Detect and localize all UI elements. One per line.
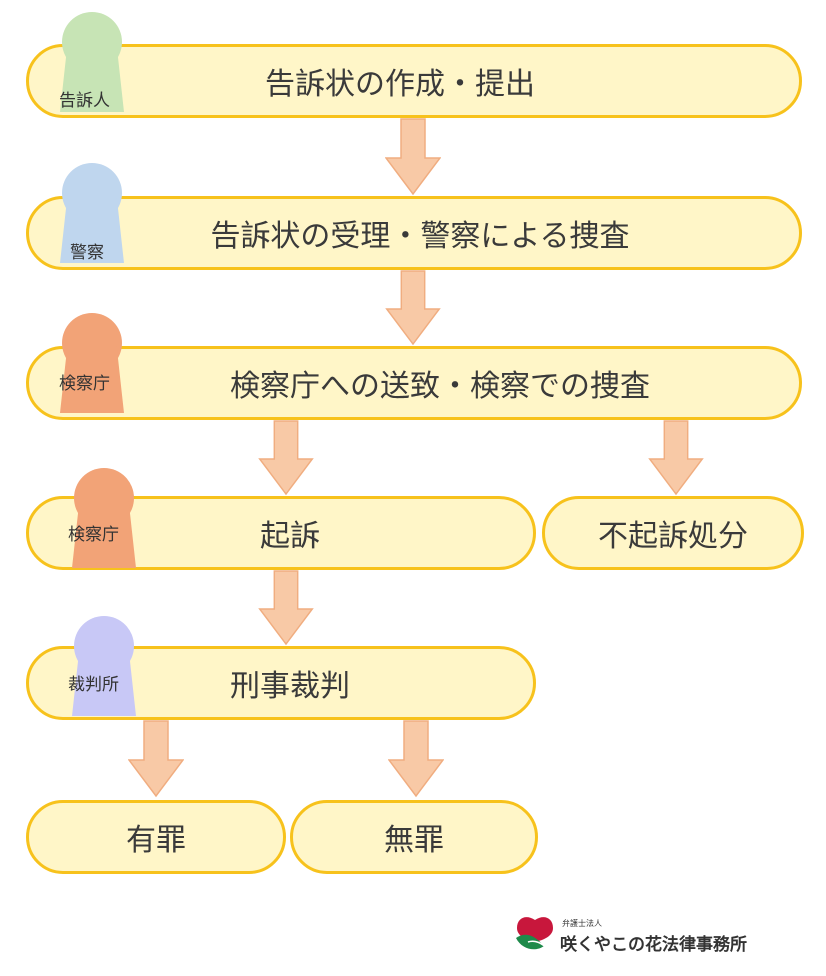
prosecutor-person-icon <box>60 313 124 413</box>
firm-logo-icon <box>516 917 553 951</box>
step-investigation-box <box>26 196 802 270</box>
arrow-down-icon <box>385 270 441 346</box>
actor-label-prosecutor-2: 検察庁 <box>68 525 119 545</box>
step-referral-box <box>26 346 802 420</box>
arrow-down-icon <box>128 720 184 798</box>
step-not-guilty-label: 無罪 <box>384 823 444 858</box>
arrow-down-icon <box>258 420 314 496</box>
step-non-prosecution-box <box>542 496 804 570</box>
step-not-guilty-box <box>290 800 538 874</box>
complainant-person-icon <box>60 12 124 112</box>
arrow-down-icon <box>258 570 314 646</box>
actor-label-prosecutor-1: 検察庁 <box>59 374 110 394</box>
step-investigation-label: 告訴状の受理・警察による捜査 <box>210 219 630 254</box>
step-guilty-box <box>26 800 286 874</box>
firm-name-label: 咲くやこの花法律事務所 <box>560 935 747 955</box>
step-non-prosecution-label: 不起訴処分 <box>598 519 748 554</box>
step-referral-label: 検察庁への送致・検察での捜査 <box>230 369 650 404</box>
step-indictment-label: 起訴 <box>260 519 320 554</box>
step-complaint-label: 告訴状の作成・提出 <box>265 67 535 102</box>
court-person-icon <box>72 616 136 716</box>
step-guilty-label: 有罪 <box>126 823 186 858</box>
prosecutor-person-icon <box>72 468 136 568</box>
actor-label-complainant: 告訴人 <box>59 91 110 111</box>
arrow-down-icon <box>385 118 441 196</box>
police-person-icon <box>60 163 124 263</box>
step-complaint-box <box>26 44 802 118</box>
actor-label-police: 警察 <box>70 243 104 263</box>
arrow-down-icon <box>388 720 444 798</box>
actor-label-court: 裁判所 <box>68 675 119 695</box>
arrow-down-icon <box>648 420 704 496</box>
step-trial-label: 刑事裁判 <box>230 669 350 704</box>
firm-type-label: 弁護士法人 <box>562 919 602 928</box>
